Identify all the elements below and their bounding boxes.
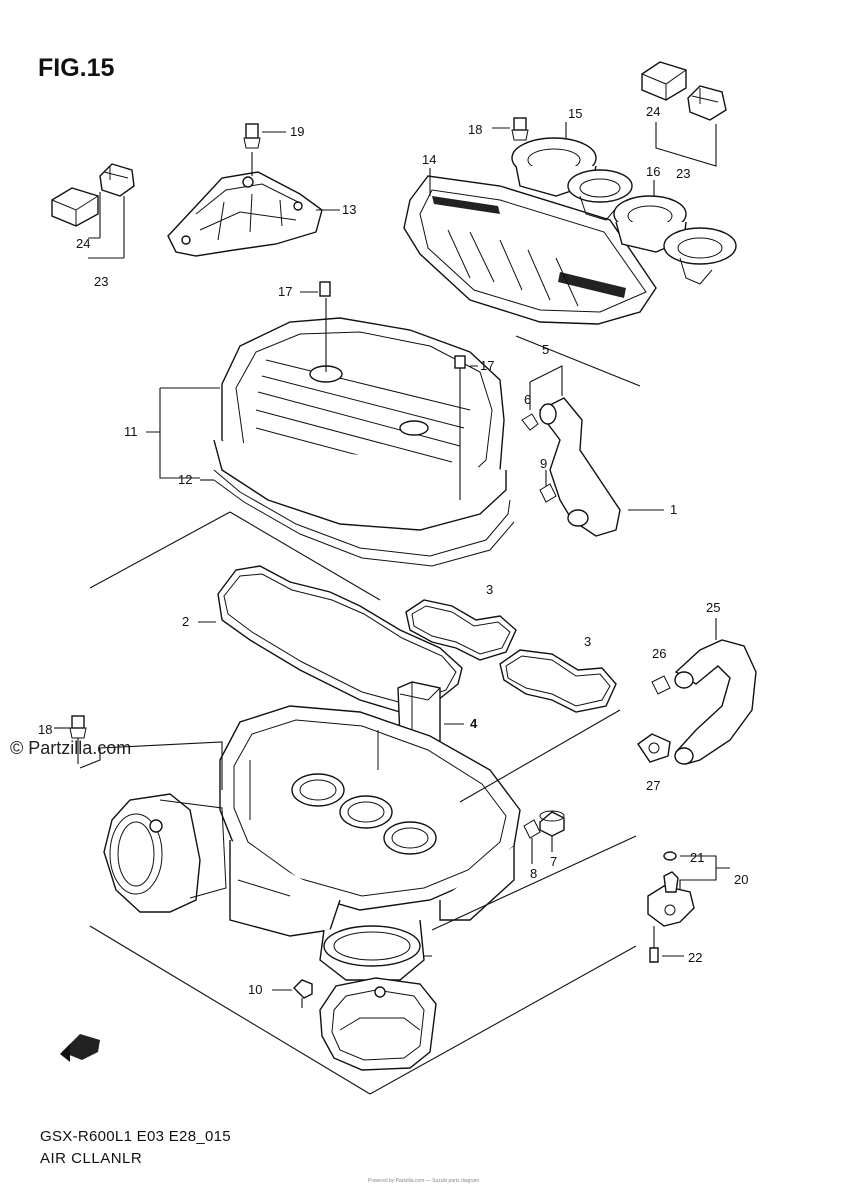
callout-13: 13 (342, 202, 356, 217)
callout-9: 9 (540, 456, 547, 471)
callout-12: 12 (178, 472, 192, 487)
funnel-part-16 (613, 180, 737, 285)
callout-26: 26 (652, 646, 666, 661)
callout-23-left: 23 (94, 274, 108, 289)
callout-17-lower: 17 (480, 358, 494, 373)
callout-16: 16 (646, 164, 660, 179)
connector-part-right (641, 61, 727, 167)
callout-24-right: 24 (646, 104, 660, 119)
fwd-arrow-icon (60, 1034, 100, 1062)
callout-27: 27 (646, 778, 660, 793)
callout-15: 15 (568, 106, 582, 121)
intake-duct (103, 793, 227, 913)
callout-19: 19 (290, 124, 304, 139)
callout-21: 21 (690, 850, 704, 865)
connector-part-left (51, 163, 135, 259)
screw-part-10 (272, 979, 313, 1008)
callout-7: 7 (550, 854, 557, 869)
callout-18-upper: 18 (468, 122, 482, 137)
filter-element-part-2 (198, 565, 463, 713)
upper-cover-part-14 (403, 168, 657, 325)
figure-title: FIG.15 (38, 54, 115, 82)
callout-17-upper: 17 (278, 284, 292, 299)
seal-part-3-lower (499, 649, 617, 713)
air-cleaner-cover-part-11 (213, 281, 507, 531)
hose-part-1 (521, 365, 664, 537)
callout-25: 25 (706, 600, 720, 615)
callout-23-right: 23 (676, 166, 690, 181)
callout-4: 4 (470, 716, 478, 731)
callout-3-upper: 3 (486, 582, 493, 597)
funnel-part-15 (492, 117, 633, 221)
clamp-part-8 (523, 819, 541, 864)
callout-24-left: 24 (76, 236, 90, 251)
intake-funnel-lower (319, 977, 437, 1071)
seal-part-12 (146, 387, 515, 567)
sensor-part-20 (647, 851, 730, 963)
callout-3-lower: 3 (584, 634, 591, 649)
callout-8: 8 (530, 866, 537, 881)
footer-note: Powered by Partzilla.com — Suzuki parts … (367, 1178, 480, 1184)
callout-22: 22 (688, 950, 702, 965)
hose-part-25 (637, 618, 757, 765)
callout-5: 5 (542, 342, 549, 357)
assembly-name: AIR CLLANLR (40, 1150, 143, 1167)
callout-6: 6 (524, 392, 531, 407)
bracket-part-13 (167, 123, 340, 257)
callout-1: 1 (670, 502, 677, 517)
model-code: GSX-R600L1 E03 E28_015 (40, 1128, 231, 1145)
callout-2: 2 (182, 614, 189, 629)
callout-18-lower: 18 (38, 722, 52, 737)
callout-11: 11 (124, 424, 138, 439)
air-cleaner-case (79, 705, 521, 981)
callout-14: 14 (422, 152, 436, 167)
callout-10: 10 (248, 982, 262, 997)
bolt-part-18-lower (54, 715, 87, 764)
callout-20: 20 (734, 872, 748, 887)
watermark-text: © Partzilla.com (10, 738, 132, 758)
cap-part-7 (539, 810, 565, 852)
seal-part-3-upper (405, 599, 517, 661)
alignment-guide-lines (89, 335, 641, 1095)
